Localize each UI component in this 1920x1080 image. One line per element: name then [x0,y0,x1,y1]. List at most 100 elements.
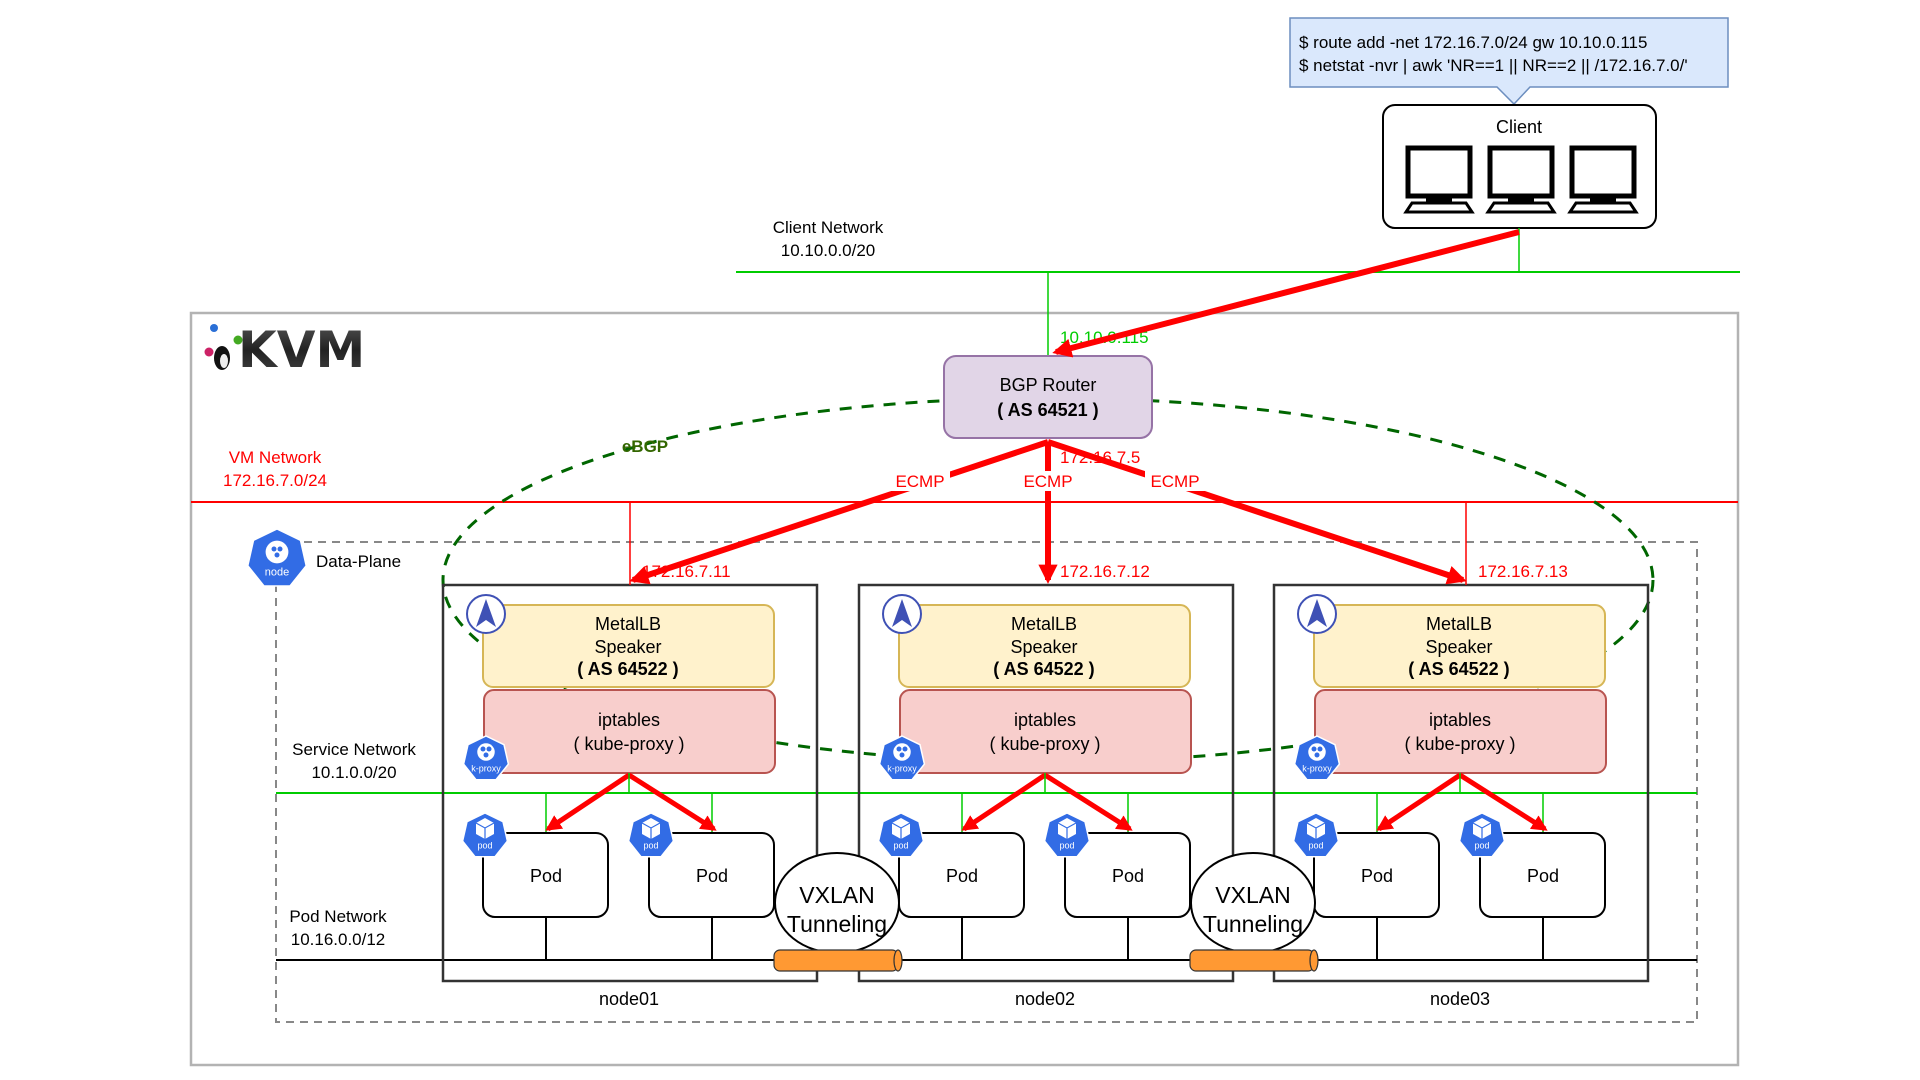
kube-proxy-icon: k-proxy [878,735,926,781]
pod-icon-label: pod [1059,841,1074,851]
pod-label: Pod [1527,866,1559,886]
service-to-pod-arrow [545,772,631,832]
kvm-logo: KVM [204,321,365,379]
vxlan-line-2: Tunneling [1203,911,1303,937]
pod-icon: pod [877,812,925,858]
pod-icon: pod [627,812,675,858]
metallb-icon [466,594,506,634]
kvm-host-box [189,311,1740,1067]
metallb-speaker-box [482,604,775,688]
kvm-logo-ball-green [233,335,243,345]
kvm-logo-ball-pink [204,347,214,357]
metallb-speaker-box [1313,604,1606,688]
node-3: MetalLB Speaker( AS 64522 ) iptables ( kube… [1272,502,1650,1009]
speaker-line-2: Speaker [1425,637,1492,657]
pod-icon-label: pod [643,841,658,851]
client-title: Client [1496,117,1542,137]
kube-proxy-icon-label: k-proxy [887,764,917,774]
ecmp-label: ECMP [1023,472,1072,491]
k8s-node-icon-shape: node [246,528,308,587]
speaker-as: ( AS 64522 ) [1408,659,1509,679]
vm-network-label: VM Network [229,448,322,467]
node-box [1272,583,1650,983]
client-group: Client [1382,104,1657,229]
service-network-label: Service Network [292,740,416,759]
kvm-logo-ball-blue [210,324,218,332]
k8s-node-icon: node [246,528,308,587]
vxlan-line-1: VXLAN [799,882,874,908]
pod-label: Pod [1112,866,1144,886]
data-plane-box [275,541,1698,1023]
speaker-as: ( AS 64522 ) [993,659,1094,679]
metallb-icon [882,594,922,634]
iptables-line-1: iptables [1429,710,1491,730]
node-ip: 172.16.7.12 [1060,562,1150,581]
pod-icon: pod [1458,812,1506,858]
iptables-line-2: ( kube-proxy ) [989,734,1100,754]
speaker-line-2: Speaker [1010,637,1077,657]
iptables-box [483,689,776,774]
iptables-line-1: iptables [1014,710,1076,730]
service-to-pod-arrow [1458,772,1548,832]
kube-proxy-icon-label: k-proxy [1302,764,1332,774]
metallb-speaker-box [898,604,1191,688]
command-callout: $ route add -net 172.16.7.0/24 gw 10.10.… [1289,17,1729,106]
service-to-pod-arrow [1376,772,1462,832]
callout-line-1: $ route add -net 172.16.7.0/24 gw 10.10.… [1299,33,1647,52]
service-network-cidr: 10.1.0.0/20 [311,763,396,782]
vxlan-line-2: Tunneling [787,911,887,937]
pod-network-cidr: 10.16.0.0/12 [291,930,386,949]
speaker-as: ( AS 64522 ) [577,659,678,679]
client-to-router-arrow [1052,229,1520,358]
pod-label: Pod [1361,866,1393,886]
callout-line-2: $ netstat -nvr | awk 'NR==1 || NR==2 || … [1299,56,1688,75]
service-to-pod-arrow [961,772,1047,832]
pod-network-label: Pod Network [289,907,387,926]
iptables-line-2: ( kube-proxy ) [573,734,684,754]
ecmp-label: ECMP [895,472,944,491]
pod-label: Pod [530,866,562,886]
metallb-icon [1297,594,1337,634]
ebgp-label: eBGP [622,437,668,456]
vxlan-tunnel: VXLAN Tunneling [773,852,903,972]
speaker-line-1: MetalLB [595,614,661,634]
vxlan-line-1: VXLAN [1215,882,1290,908]
pod-icon: pod [1292,812,1340,858]
iptables-box [1314,689,1607,774]
speaker-line-1: MetalLB [1011,614,1077,634]
ecmp-label: ECMP [1150,472,1199,491]
pod-icon-label: pod [893,841,908,851]
node-box [857,583,1235,983]
node-name: node02 [1015,989,1075,1009]
pod-label: Pod [696,866,728,886]
vxlan-tunnel: VXLAN Tunneling [1189,852,1319,972]
monitor-icon [1485,145,1557,214]
pod-label: Pod [946,866,978,886]
pod-icon-label: pod [477,841,492,851]
iptables-box [899,689,1192,774]
speaker-line-2: Speaker [594,637,661,657]
kube-proxy-icon-label: k-proxy [471,764,501,774]
bgp-router-as: ( AS 64521 ) [997,400,1098,420]
k8s-node-icon-shape-label: node [265,567,289,579]
iptables-line-2: ( kube-proxy ) [1404,734,1515,754]
monitor-icon [1567,145,1639,214]
data-plane-label: Data-Plane [316,552,401,571]
pod-icon: pod [461,812,509,858]
kvm-logo-text: KVM [238,321,365,379]
pod-icon-label: pod [1308,841,1323,851]
node-ip: 172.16.7.13 [1478,562,1568,581]
ecmp-arrow [629,439,1049,585]
node-1: MetalLB Speaker( AS 64522 ) iptables ( kube… [441,502,819,1009]
bgp-router-name: BGP Router [1000,375,1097,395]
vm-network-cidr: 172.16.7.0/24 [223,471,327,490]
iptables-line-1: iptables [598,710,660,730]
client-network-cidr: 10.10.0.0/20 [781,241,876,260]
pod-icon-label: pod [1474,841,1489,851]
service-to-pod-arrow [627,772,717,832]
pod-icon: pod [1043,812,1091,858]
node-name: node01 [599,989,659,1009]
service-to-pod-arrow [1043,772,1133,832]
speaker-line-1: MetalLB [1426,614,1492,634]
